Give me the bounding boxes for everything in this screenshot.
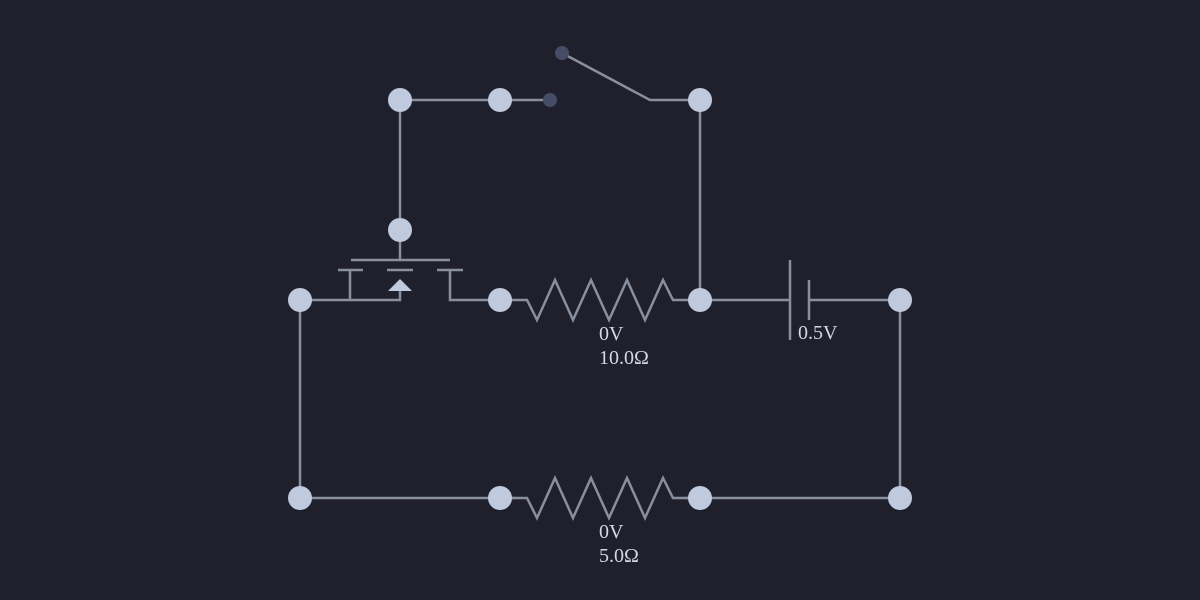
- nodes: [288, 88, 912, 510]
- battery-voltage: 0.5V: [798, 322, 838, 344]
- diode-arrow-icon: [388, 279, 412, 291]
- resistor-top[interactable]: 0V 10.0Ω: [500, 276, 700, 369]
- node[interactable]: [388, 218, 412, 242]
- switch-handle[interactable]: [555, 46, 569, 60]
- resistor-bottom-voltage: 0V: [599, 521, 624, 543]
- node[interactable]: [388, 88, 412, 112]
- wires: [298, 51, 902, 500]
- node[interactable]: [488, 486, 512, 510]
- node[interactable]: [288, 486, 312, 510]
- resistor-top-resistance: 10.0Ω: [599, 347, 649, 369]
- node[interactable]: [688, 88, 712, 112]
- node[interactable]: [688, 288, 712, 312]
- battery[interactable]: 0.5V: [788, 260, 838, 344]
- resistor-top-voltage: 0V: [599, 323, 624, 345]
- node[interactable]: [488, 288, 512, 312]
- node[interactable]: [288, 288, 312, 312]
- switch-lever[interactable]: [561, 51, 700, 102]
- node[interactable]: [888, 288, 912, 312]
- node[interactable]: [688, 486, 712, 510]
- switch-terminal[interactable]: [543, 93, 557, 107]
- node[interactable]: [488, 88, 512, 112]
- resistor-bottom-resistance: 5.0Ω: [599, 545, 639, 567]
- node[interactable]: [888, 486, 912, 510]
- wire: [298, 300, 515, 500]
- resistor-bottom[interactable]: 0V 5.0Ω: [500, 474, 700, 567]
- wire: [685, 300, 902, 500]
